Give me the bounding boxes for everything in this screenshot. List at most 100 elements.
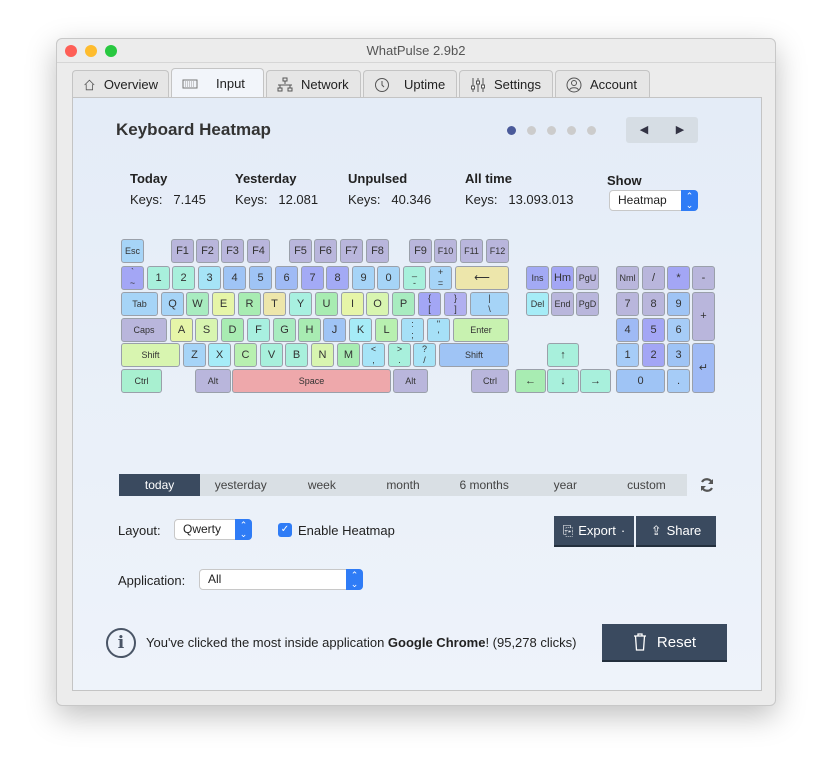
key-end[interactable]: End (551, 292, 574, 316)
key[interactable]: ↑ (547, 343, 579, 367)
reset-button[interactable]: Reset (602, 624, 727, 662)
key-r[interactable]: R (238, 292, 261, 316)
key[interactable]: }] (444, 292, 467, 316)
key[interactable]: ?/ (413, 343, 436, 367)
key-nml[interactable]: Nml (616, 266, 639, 290)
key[interactable]: :; (401, 318, 424, 342)
key-w[interactable]: W (186, 292, 209, 316)
key-e[interactable]: E (212, 292, 235, 316)
key-1[interactable]: 1 (147, 266, 170, 290)
key[interactable]: * (667, 266, 690, 290)
key-p[interactable]: P (392, 292, 415, 316)
range-week[interactable]: week (307, 478, 336, 492)
key[interactable]: ↓ (547, 369, 579, 393)
page-dot-active[interactable] (507, 126, 516, 135)
key-k[interactable]: K (349, 318, 372, 342)
key-f5[interactable]: F5 (289, 239, 312, 263)
key-3[interactable]: 3 (667, 343, 690, 367)
key-tab[interactable]: Tab (121, 292, 158, 316)
key-l[interactable]: L (375, 318, 398, 342)
key-f[interactable]: F (247, 318, 270, 342)
page-dot[interactable] (567, 126, 576, 135)
key-8[interactable]: 8 (642, 292, 665, 316)
key-ins[interactable]: Ins (526, 266, 549, 290)
key-q[interactable]: Q (161, 292, 184, 316)
key[interactable]: → (580, 369, 611, 393)
share-button[interactable]: ⇪Share (636, 516, 716, 547)
tab-settings[interactable]: Settings (459, 70, 553, 98)
key[interactable]: . (667, 369, 690, 393)
key[interactable]: |\ (470, 292, 509, 316)
key-h[interactable]: H (298, 318, 321, 342)
key-enter[interactable]: Enter (453, 318, 509, 342)
key-alt[interactable]: Alt (195, 369, 231, 393)
key-f9[interactable]: F9 (409, 239, 432, 263)
key-m[interactable]: M (337, 343, 360, 367)
key-0[interactable]: 0 (377, 266, 400, 290)
key-ctrl[interactable]: Ctrl (471, 369, 509, 393)
key-s[interactable]: S (195, 318, 218, 342)
page-dot[interactable] (587, 126, 596, 135)
minimize-button[interactable] (85, 45, 97, 57)
key-f7[interactable]: F7 (340, 239, 363, 263)
key-g[interactable]: G (273, 318, 296, 342)
key-8[interactable]: 8 (326, 266, 349, 290)
key-x[interactable]: X (208, 343, 231, 367)
key-alt[interactable]: Alt (393, 369, 428, 393)
prev-button[interactable]: ◀ (639, 124, 649, 136)
key-shift[interactable]: Shift (121, 343, 180, 367)
key[interactable]: += (429, 266, 452, 290)
key[interactable]: ← (515, 369, 546, 393)
key-del[interactable]: Del (526, 292, 549, 316)
key-space[interactable]: Space (232, 369, 391, 393)
key-2[interactable]: 2 (172, 266, 195, 290)
key-hm[interactable]: Hm (551, 266, 574, 290)
key-t[interactable]: T (263, 292, 286, 316)
layout-select[interactable]: Qwerty⌃⌄ (174, 519, 252, 540)
key-f6[interactable]: F6 (314, 239, 337, 263)
key-6[interactable]: 6 (275, 266, 298, 290)
zoom-button[interactable] (105, 45, 117, 57)
key-u[interactable]: U (315, 292, 338, 316)
range-year[interactable]: year (553, 478, 577, 492)
page-dot[interactable] (547, 126, 556, 135)
key[interactable]: <, (362, 343, 385, 367)
key-2[interactable]: 2 (642, 343, 665, 367)
key[interactable]: >. (388, 343, 411, 367)
key-9[interactable]: 9 (352, 266, 375, 290)
key-f10[interactable]: F10 (434, 239, 457, 263)
key-f2[interactable]: F2 (196, 239, 219, 263)
key-f1[interactable]: F1 (171, 239, 194, 263)
key-f11[interactable]: F11 (460, 239, 483, 263)
range-6-months[interactable]: 6 months (459, 478, 509, 492)
key-esc[interactable]: Esc (121, 239, 144, 263)
tab-uptime[interactable]: Uptime (363, 70, 457, 98)
key-3[interactable]: 3 (198, 266, 221, 290)
key[interactable]: + (692, 292, 715, 341)
enable-heatmap-checkbox[interactable]: ✓ (278, 523, 292, 537)
key[interactable]: ↵ (692, 343, 715, 393)
range-today[interactable]: today (119, 474, 201, 496)
key-5[interactable]: 5 (249, 266, 272, 290)
key-4[interactable]: 4 (223, 266, 246, 290)
range-month[interactable]: month (386, 478, 420, 492)
export-button[interactable]: ⎘Export· (554, 516, 634, 547)
key-z[interactable]: Z (183, 343, 206, 367)
key[interactable]: _- (403, 266, 426, 290)
key-o[interactable]: O (366, 292, 389, 316)
key-7[interactable]: 7 (616, 292, 639, 316)
range-custom[interactable]: custom (627, 478, 666, 492)
tab-overview[interactable]: Overview (72, 70, 169, 98)
key-pgu[interactable]: PgU (576, 266, 599, 290)
refresh-icon[interactable] (699, 477, 715, 493)
key[interactable]: {[ (418, 292, 441, 316)
key[interactable]: `~ (121, 266, 144, 290)
key-f4[interactable]: F4 (247, 239, 270, 263)
tab-input[interactable]: Input (171, 68, 264, 98)
key[interactable]: - (692, 266, 715, 290)
key-v[interactable]: V (260, 343, 283, 367)
tab-account[interactable]: Account (555, 70, 650, 98)
key-4[interactable]: 4 (616, 318, 639, 342)
key-0[interactable]: 0 (616, 369, 665, 393)
close-button[interactable] (65, 45, 77, 57)
